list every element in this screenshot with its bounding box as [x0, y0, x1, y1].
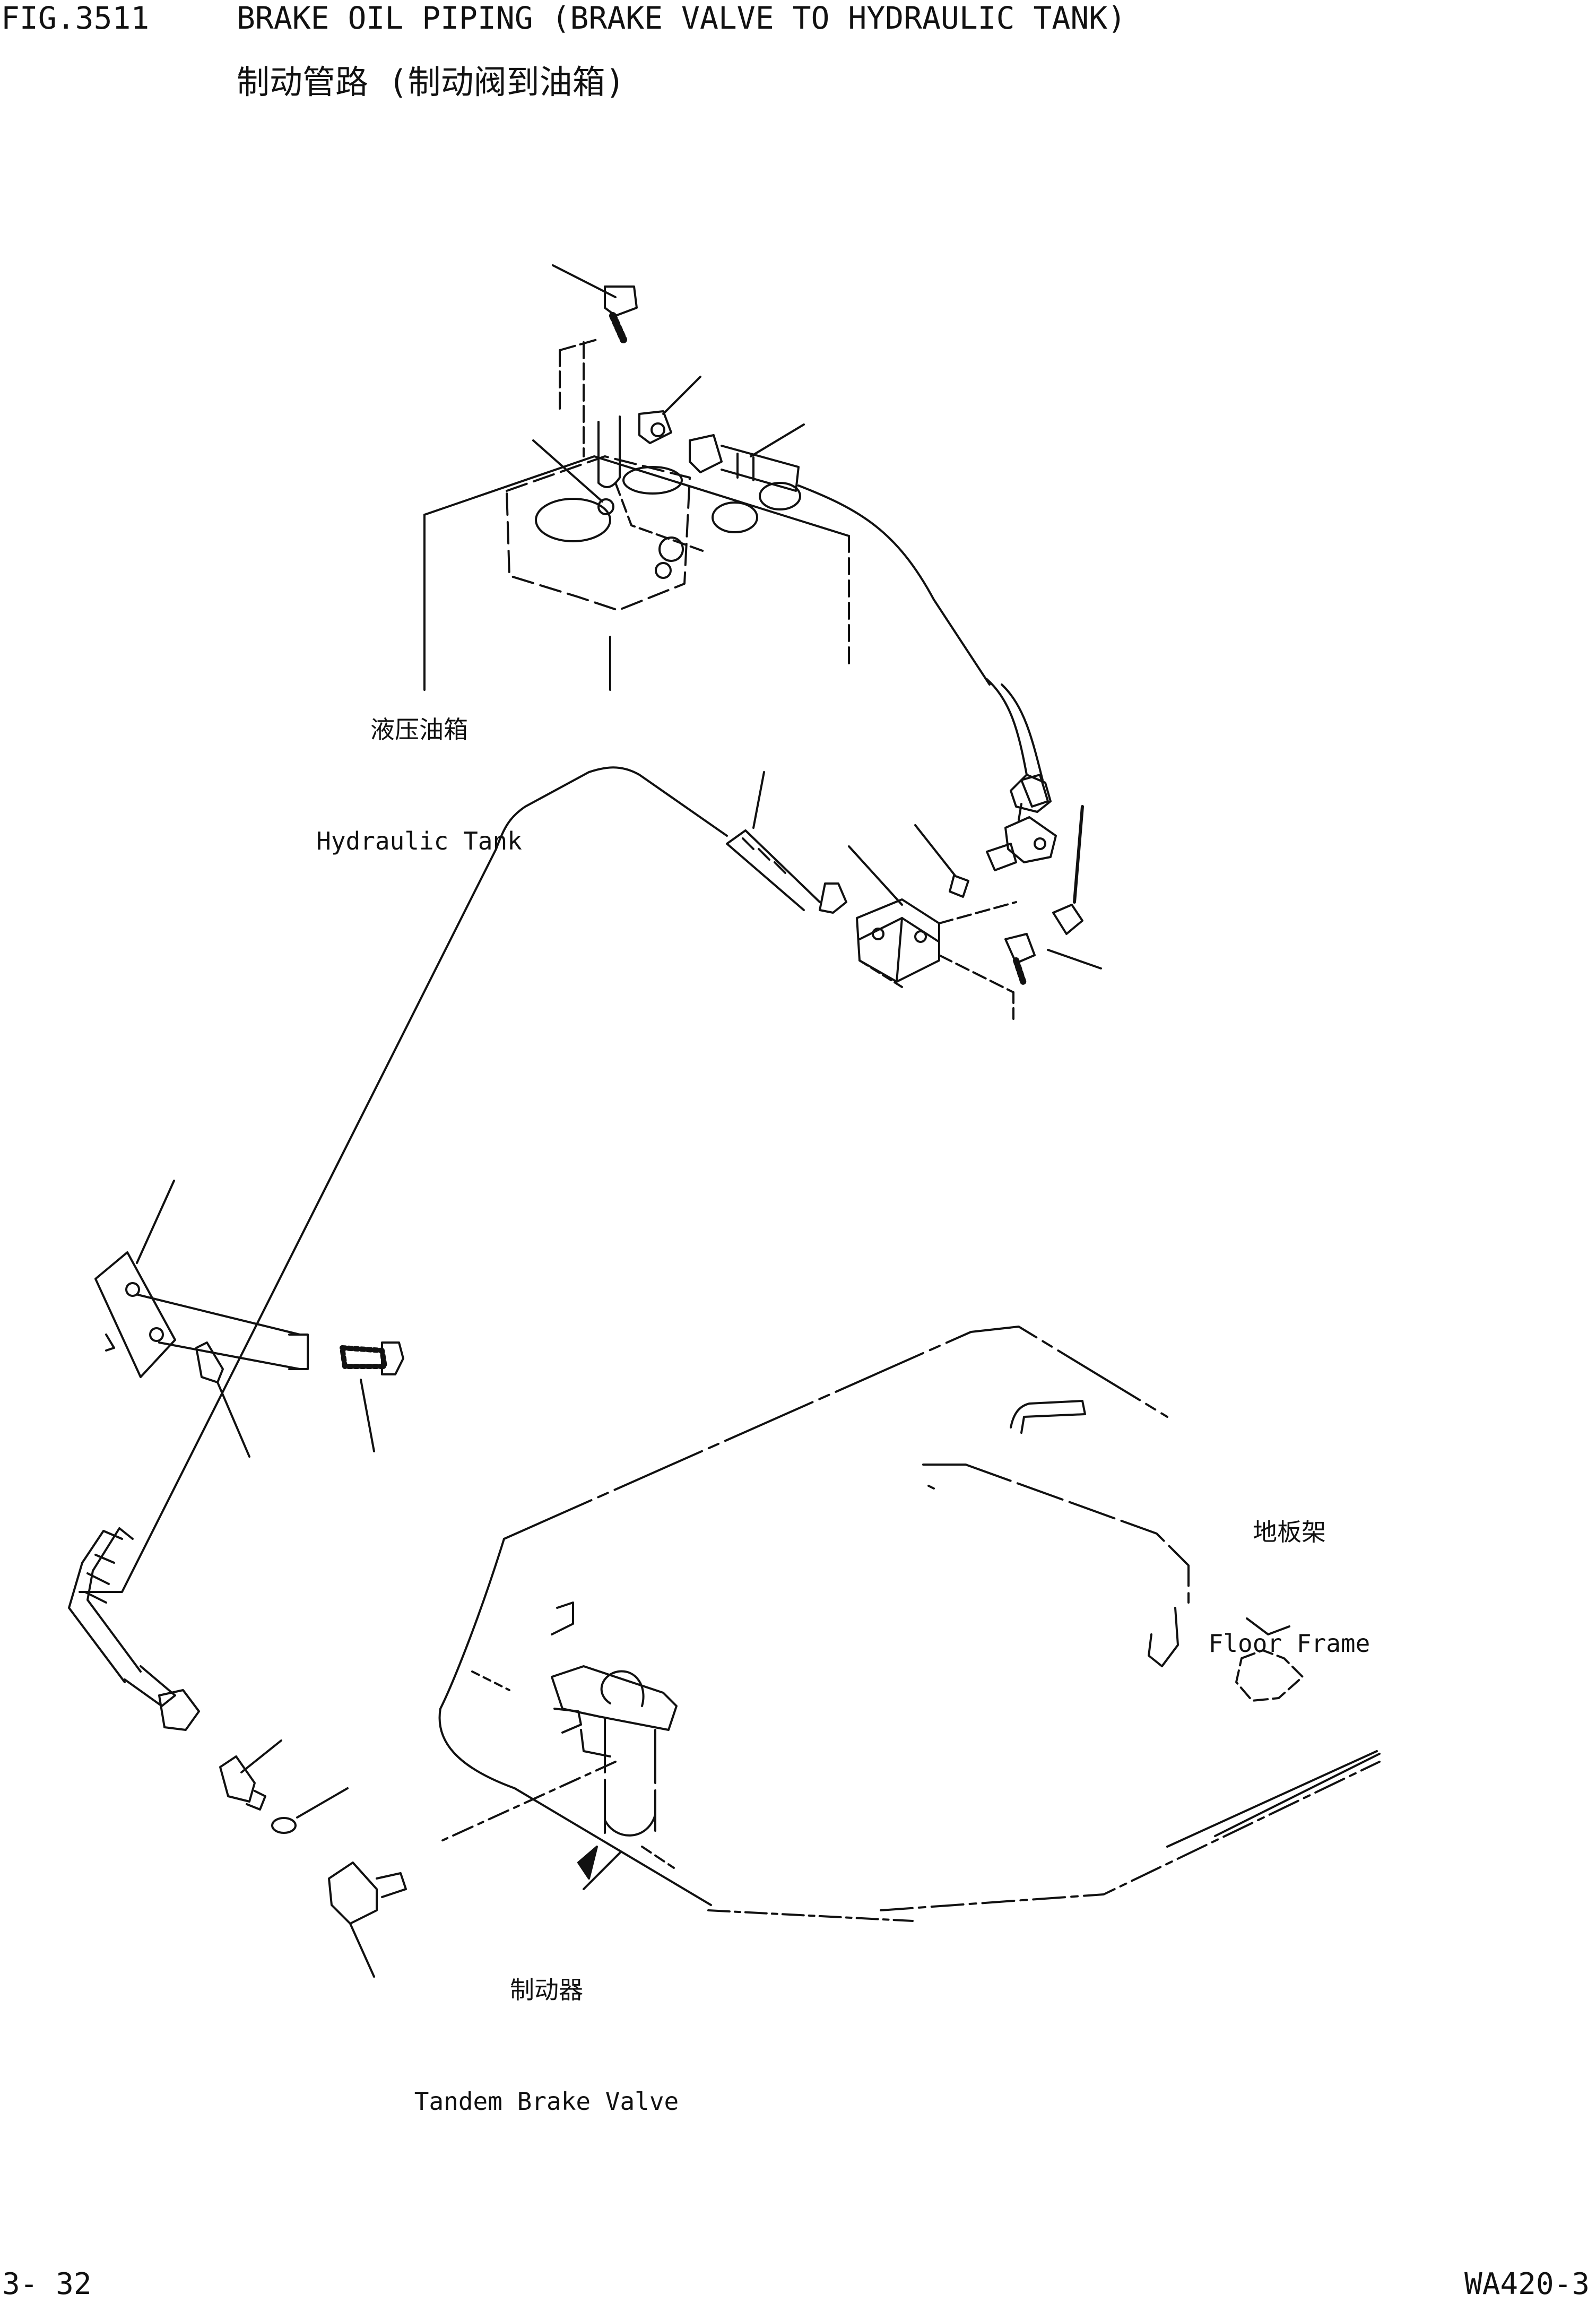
figure-number: FIG.3511 [1, 0, 150, 36]
tank-drain-bolt [533, 440, 613, 514]
figure-title-english: BRAKE OIL PIPING (BRAKE VALVE TO HYDRAUL… [237, 0, 1126, 36]
hydraulic-tank-label: 液压油箱 Hydraulic Tank [297, 637, 541, 934]
pipe-clamp-assembly [96, 1181, 403, 1457]
hydraulic-tank-label-chinese: 液压油箱 [370, 715, 468, 744]
brake-valve-label-chinese: 制动器 [510, 1976, 583, 2004]
lower-adapter-fitting [220, 1741, 348, 1833]
floor-frame-label: 地板架 Floor Frame [1167, 1439, 1411, 1736]
floor-frame-label-chinese: 地板架 [1253, 1518, 1326, 1546]
pipe-elbow-fitting [987, 804, 1056, 870]
tank-adapter-nut [639, 377, 700, 443]
main-brake-pipe [80, 767, 846, 1592]
tank-mounting-bolt [553, 265, 637, 340]
page-number: 3- 32 [2, 2267, 92, 2301]
pipe-connector-block [849, 846, 1016, 1021]
floor-frame-label-english: Floor Frame [1208, 1629, 1371, 1658]
hydraulic-tank-label-english: Hydraulic Tank [316, 827, 522, 855]
figure-title-chinese: 制动管路 (制动阀到油箱) [237, 63, 625, 101]
brake-valve-label: 制动器 Tandem Brake Valve [403, 1897, 690, 2194]
hydraulic-tank [424, 340, 849, 690]
brake-valve-elbow [329, 1863, 406, 1977]
block-fastener-bolts [915, 807, 1101, 984]
tank-hose-fitting [690, 425, 804, 491]
tank-return-pipe [799, 486, 1051, 812]
machine-model: WA420-3 [1464, 2267, 1590, 2301]
lower-hose-section [69, 1528, 199, 1730]
floor-frame [440, 1327, 1380, 1921]
brake-valve-label-english: Tandem Brake Valve [414, 2087, 679, 2116]
tandem-brake-valve [440, 1666, 676, 1889]
